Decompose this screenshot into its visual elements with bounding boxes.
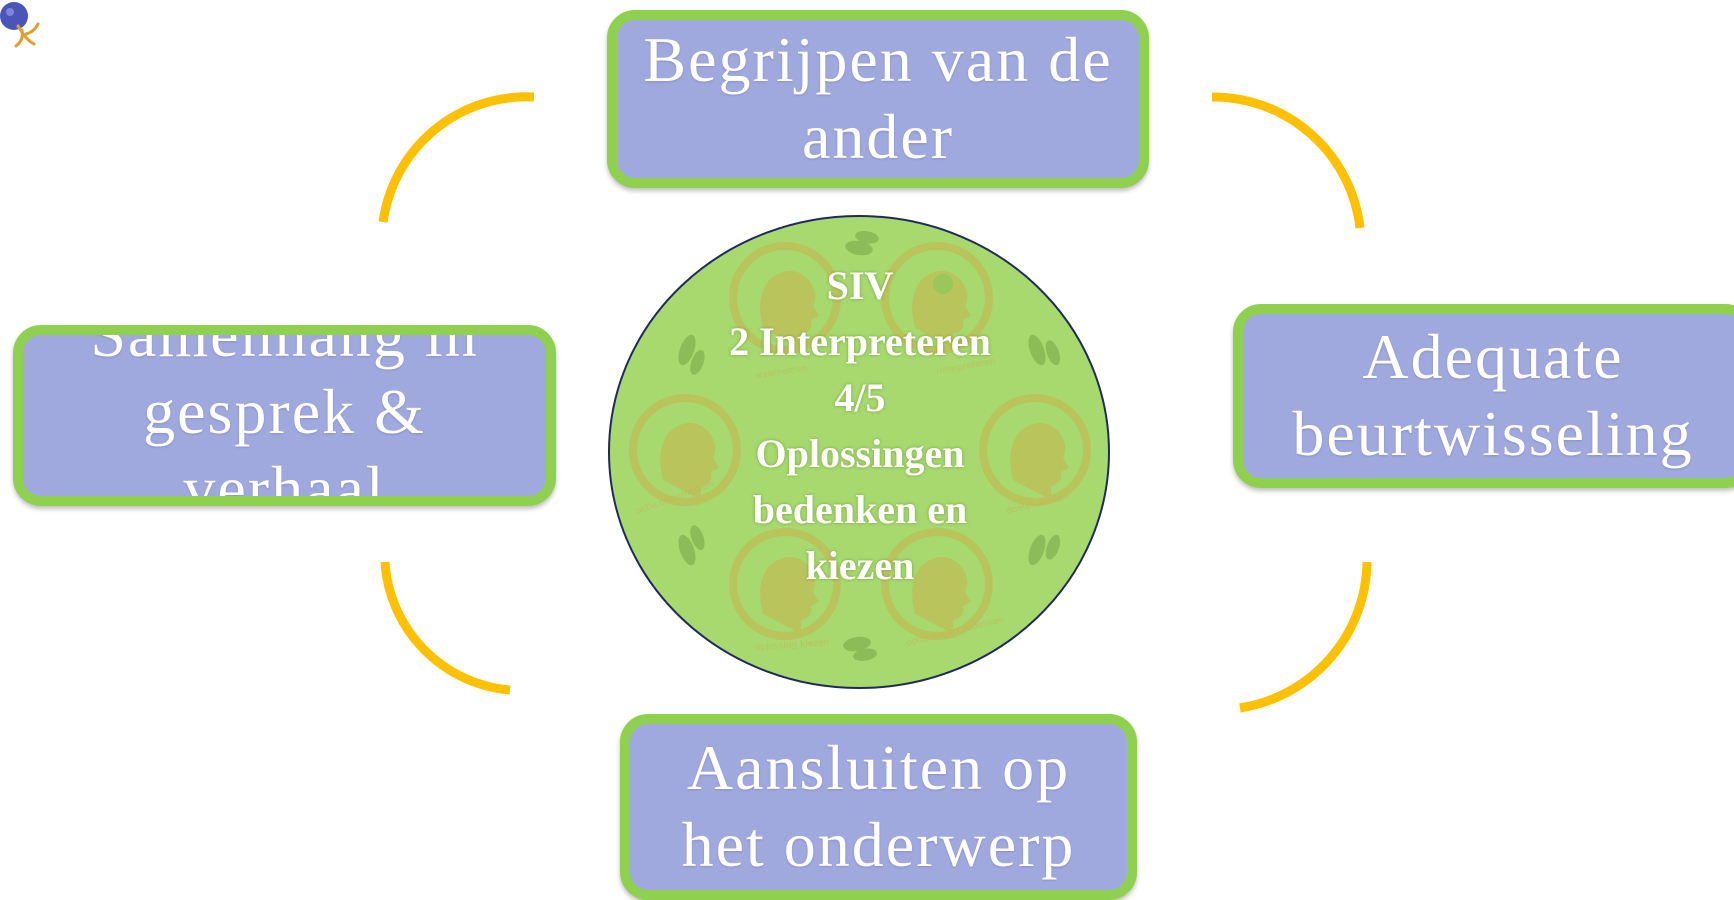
arc-bottom-right: [1239, 561, 1372, 713]
center-line: SIV: [826, 263, 894, 308]
head-icon: [881, 528, 993, 640]
center-line: Oplossingen: [755, 431, 965, 476]
footprint-icon: [1028, 534, 1061, 566]
box-label: Begrijpen van de ander: [643, 24, 1113, 172]
head-icon: [979, 394, 1091, 506]
footprint-icon: [678, 334, 705, 375]
logo-icon: [0, 2, 40, 48]
center-text: SIV 2 Interpreteren 4/5 Oplossingen bede…: [660, 258, 1060, 594]
arc-top-left: [378, 92, 535, 223]
arc-bottom-left: [380, 561, 511, 695]
box-aansluiten: Aansluiten op het onderwerp: [620, 714, 1137, 900]
box-samenhang: Samenhang in gesprek & verhaal: [13, 325, 556, 506]
head-icon: [729, 528, 841, 640]
center-line: 2 Interpreteren: [729, 319, 991, 364]
box-label: Aansluiten op het onderwerp: [681, 732, 1076, 880]
footprint-icon: [1028, 334, 1061, 366]
center-line: bedenken en: [752, 487, 968, 532]
footprint-icon: [678, 525, 705, 566]
head-icon: [881, 242, 993, 354]
center-circle: waarnemen interpreteren doelen stellen o…: [608, 215, 1110, 689]
box-label: Adequate beurtwisseling: [1292, 321, 1694, 469]
footprint-icon: [845, 230, 879, 256]
box-beurtwisseling: Adequate beurtwisseling: [1233, 304, 1734, 488]
arc-top-right: [1211, 92, 1365, 229]
center-line: 4/5: [834, 375, 886, 420]
head-icon: [729, 242, 841, 354]
box-label: Samenhang in gesprek & verhaal: [90, 325, 479, 506]
footprint-icon: [843, 636, 877, 662]
center-line: kiezen: [805, 543, 915, 588]
head-icon: [629, 394, 741, 506]
box-begrijpen: Begrijpen van de ander: [607, 10, 1149, 188]
